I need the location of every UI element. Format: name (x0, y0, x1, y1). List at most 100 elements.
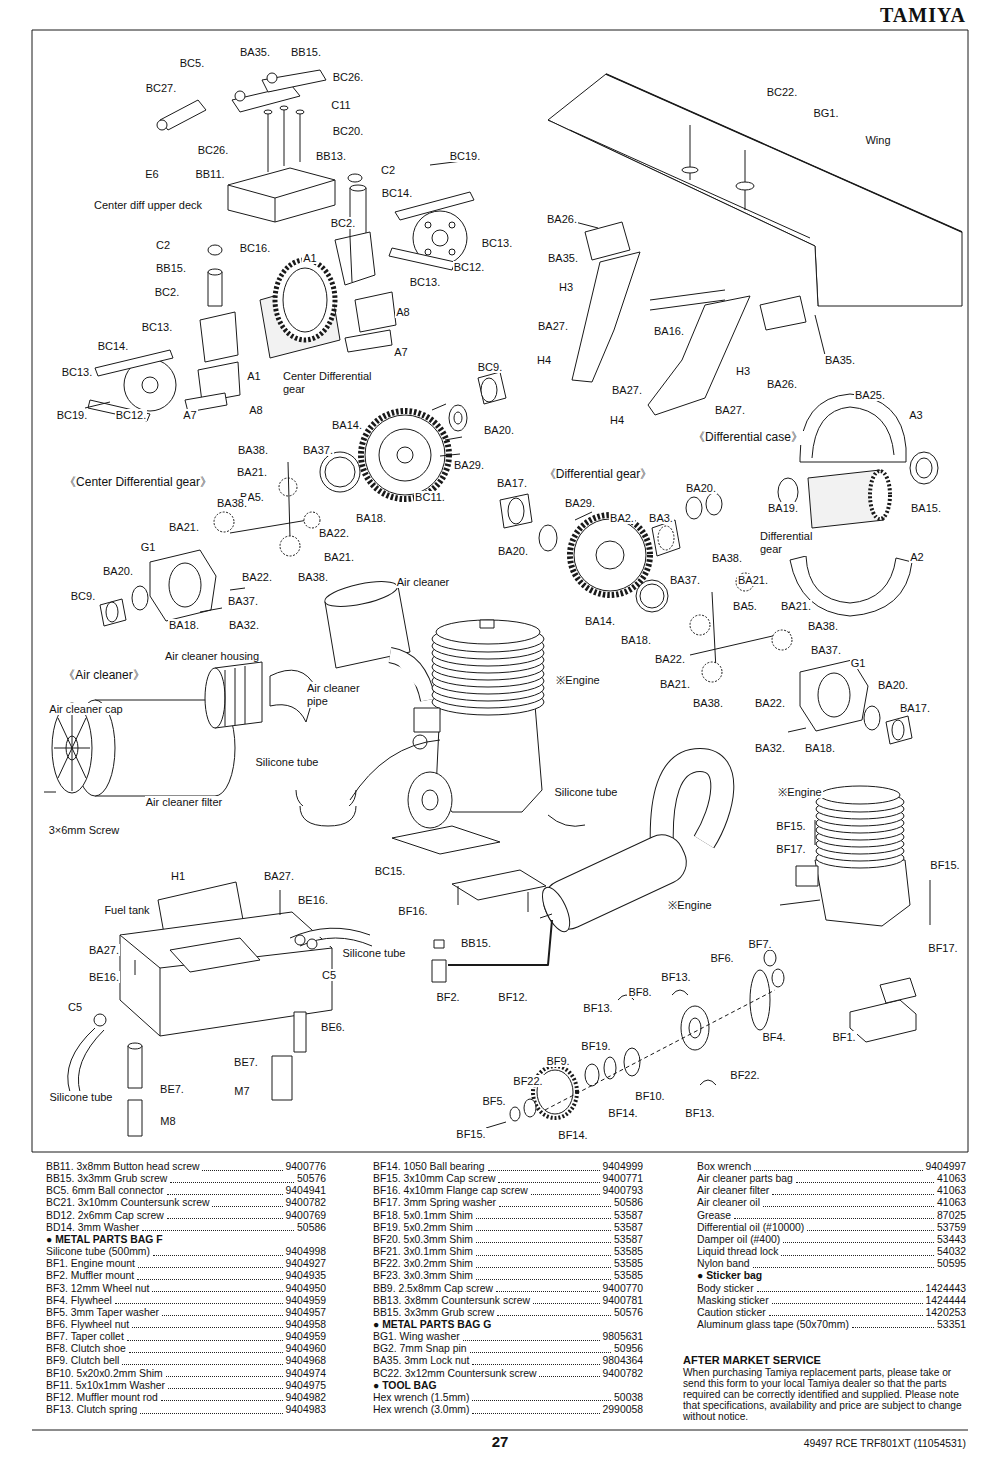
dot-leader (769, 1315, 923, 1316)
part-name: BB15. 3x3mm Grub screw (373, 1307, 494, 1319)
part-outline (295, 935, 305, 945)
part-outline (445, 437, 462, 440)
part-outline (296, 110, 304, 114)
part-number: 50038 (614, 1392, 643, 1404)
part-outline (796, 866, 818, 886)
part-outline (432, 230, 448, 246)
dot-leader (142, 1230, 294, 1231)
part-outline (910, 452, 938, 484)
dot-leader (127, 1340, 283, 1341)
part-outline (812, 407, 894, 458)
part-outline (350, 237, 352, 282)
engine-2 (486, 786, 930, 1128)
callout-number: BB15. (155, 262, 187, 275)
dot-leader (138, 1267, 283, 1268)
part-name: Box wrench (697, 1161, 751, 1173)
callout-number: BF17. (927, 942, 958, 955)
dot-leader (168, 1388, 283, 1389)
part-outline (572, 252, 640, 382)
callout-number: BE16. (297, 894, 329, 907)
callout-number: BC13. (409, 276, 442, 289)
part-number: 87025 (937, 1210, 966, 1222)
part-outline (440, 454, 460, 456)
part-outline (350, 740, 440, 800)
dot-leader (476, 1242, 611, 1243)
part-name: BF21. 3x0.1mm Shim (373, 1246, 473, 1258)
part-outline (850, 1000, 916, 1042)
part-outline (85, 402, 110, 408)
part-name: Nylon band (697, 1258, 750, 1270)
dot-leader (783, 1242, 934, 1243)
part-outline (272, 1056, 292, 1100)
dot-leader (757, 1291, 923, 1292)
callout-number: BC22. (766, 86, 799, 99)
part-outline (772, 630, 792, 650)
callout-number: BF22. (729, 1069, 760, 1082)
callout-number: BA17. (899, 702, 931, 715)
part-outline (94, 1014, 106, 1026)
callout-number: BC9. (477, 361, 503, 374)
part-outline (624, 1048, 640, 1076)
part-outline (44, 792, 56, 793)
callout-number: BA27. (537, 320, 569, 333)
callout-number: BA37. (669, 574, 701, 587)
callout-number: BA21. (168, 521, 200, 534)
part-name: Air cleaner oil (697, 1197, 760, 1209)
part-name: BF6. Flywheel nut (46, 1319, 129, 1331)
part-outline (575, 512, 592, 520)
part-name: BF11. 5x10x1mm Washer (46, 1380, 165, 1392)
page-number: 27 (492, 1436, 509, 1448)
part-outline (916, 458, 932, 478)
callout-number: BF10. (634, 1090, 665, 1103)
part-number: 9404959 (286, 1331, 326, 1343)
callout-number: BF12. (497, 991, 528, 1004)
part-name: BF15. 3x10mm Cap screw (373, 1173, 495, 1185)
part-name: Silicone tube (554, 786, 619, 799)
dot-leader (476, 1267, 611, 1268)
dot-leader (153, 1255, 283, 1256)
part-number: 50595 (937, 1258, 966, 1270)
callout-number: BA38. (807, 620, 839, 633)
callout-number: A7 (393, 346, 408, 359)
part-name: BC22. 3x12mm Countersunk screw (373, 1368, 536, 1380)
part-name: BC5. 6mm Ball connector (46, 1185, 164, 1197)
part-outline (355, 292, 396, 332)
callout-number: BC5. (179, 57, 205, 70)
part-name: Air cleaner filter (697, 1185, 769, 1197)
part-name: BG2. 7mm Snap pin (373, 1343, 467, 1355)
dot-leader (476, 1218, 611, 1219)
callout-number: BF17. (775, 843, 806, 856)
part-name: Differential oil (#10000) (697, 1222, 804, 1234)
part-outline (425, 249, 431, 255)
muffler (432, 760, 722, 982)
part-name: BB9. 2.5x8mm Cap screw (373, 1283, 493, 1295)
callout-number: BA27. (611, 384, 643, 397)
callout-number: BF13. (660, 971, 691, 984)
part-outline (596, 541, 624, 569)
part-name: BF14. 1050 Ball bearing (373, 1161, 485, 1173)
callout-number: BF9. (545, 1055, 570, 1068)
part-number: 41063 (937, 1173, 966, 1185)
part-outline (540, 914, 552, 918)
callout-number: BB15. (290, 46, 322, 59)
callout-number: BA38. (692, 697, 724, 710)
callout-number: BA18. (620, 634, 652, 647)
notice-text: When purchasing Tamiya replacement parts… (683, 1367, 970, 1422)
callout-number: BA22. (754, 697, 786, 710)
part-name: BA35. 3mm Lock nut (373, 1355, 469, 1367)
diff-gear-exploded (500, 493, 912, 744)
callout-number: BA35. (824, 354, 856, 367)
part-outline (818, 673, 850, 717)
part-outline (132, 586, 148, 610)
part-name: Liquid thread lock (697, 1246, 778, 1258)
part-outline (284, 108, 285, 166)
callout-number: C11 (330, 99, 351, 112)
part-number: 53585 (614, 1246, 643, 1258)
part-outline (870, 471, 890, 519)
part-outline (106, 602, 118, 622)
center-diff-exploded (100, 372, 506, 626)
bag-heading: ● METAL PARTS BAG G (373, 1319, 491, 1331)
part-number: 9400782 (286, 1197, 326, 1209)
callout-number: BA25. (854, 389, 886, 402)
part-number: 9404983 (286, 1404, 326, 1416)
